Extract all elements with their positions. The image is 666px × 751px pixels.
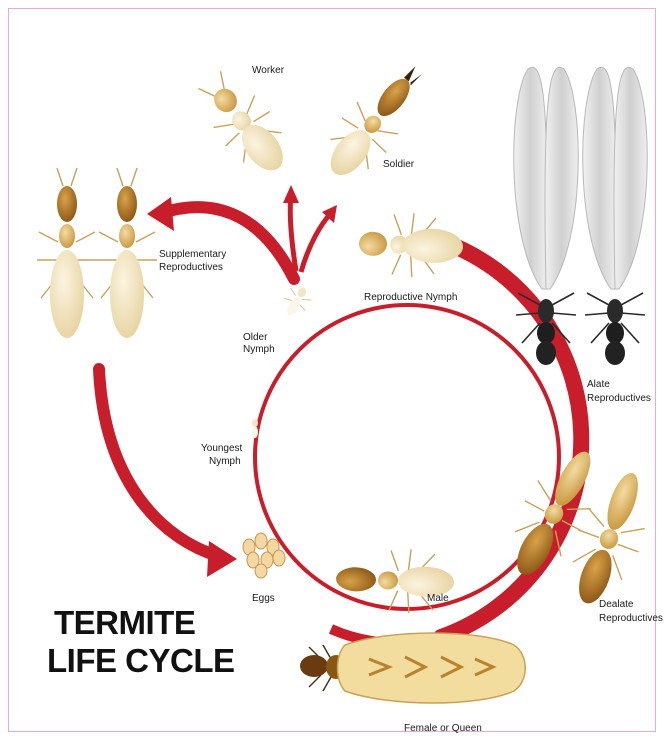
label-older-nymph-line2: Nymph [243, 344, 275, 355]
termite-life-cycle-diagram: Worker Soldier Supplementary Reproductiv… [9, 9, 666, 751]
label-supplementary-line1: Supplementary [159, 249, 226, 260]
label-dealate-line1: Dealate [599, 599, 634, 610]
supplementary-reproductive-2 [97, 168, 157, 338]
label-male: Male [427, 593, 449, 604]
reproductive-nymph-termite [358, 211, 464, 279]
label-supplementary-line2: Reproductives [159, 262, 223, 273]
label-eggs: Eggs [252, 593, 275, 604]
alate-reproductive-1 [514, 67, 578, 365]
older-nymph-termite [279, 282, 315, 321]
label-queen: Female or Queen [404, 723, 482, 734]
arrow-to-soldier [301, 205, 337, 272]
supplementary-reproductive-1 [37, 168, 97, 338]
arrow-supplementary-to-eggs [99, 369, 237, 577]
youngest-nymph-termite [252, 419, 258, 438]
label-dealate-line2: Reproductives [599, 613, 663, 624]
worker-termite [187, 63, 300, 186]
diagram-frame: Worker Soldier Supplementary Reproductiv… [8, 8, 656, 732]
label-soldier: Soldier [383, 159, 415, 170]
label-reproductive-nymph: Reproductive Nymph [364, 292, 457, 303]
label-youngest-nymph-line1: Youngest [201, 443, 243, 454]
label-alate-line1: Alate [587, 379, 610, 390]
title-line2: LIFE CYCLE [47, 642, 235, 679]
label-older-nymph-line1: Older [243, 332, 268, 343]
label-worker: Worker [252, 65, 285, 76]
label-youngest-nymph-line2: Nymph [209, 456, 241, 467]
soldier-termite [312, 50, 439, 190]
label-alate-line2: Reproductives [587, 393, 651, 404]
alate-reproductive-2 [583, 67, 647, 365]
title-line1: TERMITE [54, 604, 195, 641]
queen-termite [300, 633, 525, 703]
